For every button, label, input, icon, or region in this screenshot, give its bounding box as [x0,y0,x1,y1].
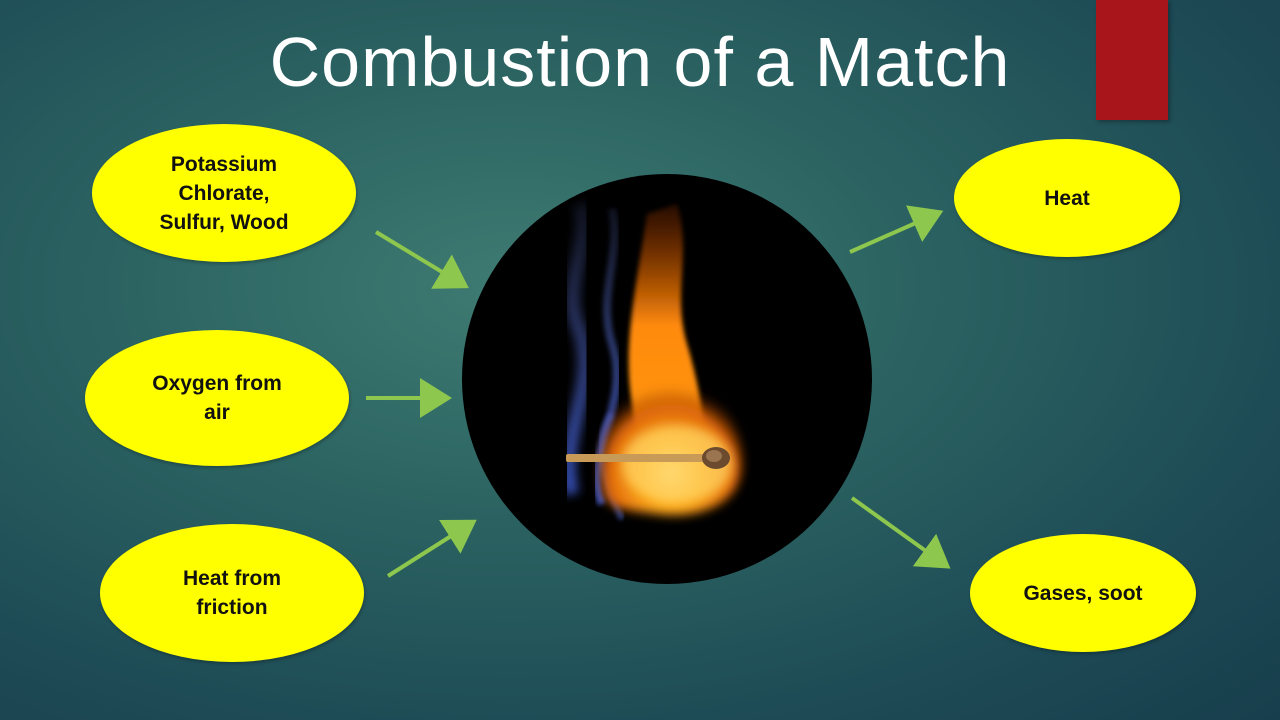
input-bubble-reactants: Potassium Chlorate, Sulfur, Wood [92,124,356,262]
accent-tab [1096,0,1168,120]
arrow-reactants-to-match [374,230,469,289]
output-label-gases: Gases, soot [1023,581,1143,605]
input-label-oxygen: Oxygen from air [152,372,282,424]
arrow-match-to-gases [850,496,951,569]
burning-match-image [462,174,872,584]
input-bubble-oxygen: Oxygen from air [85,330,349,466]
arrow-friction-to-match [386,519,477,578]
match-flame-icon [561,201,743,521]
input-label-friction: Heat from friction [182,567,282,619]
output-bubble-heat: Heat [954,139,1180,257]
input-bubble-friction: Heat from friction [100,524,364,662]
output-bubble-gases: Gases, soot [970,534,1196,652]
output-label-heat: Heat [1044,186,1090,210]
arrow-match-to-heat [849,205,944,254]
slide-title: Combustion of a Match [269,23,1011,101]
input-label-reactants: Potassium Chlorate, Sulfur, Wood [159,152,289,234]
